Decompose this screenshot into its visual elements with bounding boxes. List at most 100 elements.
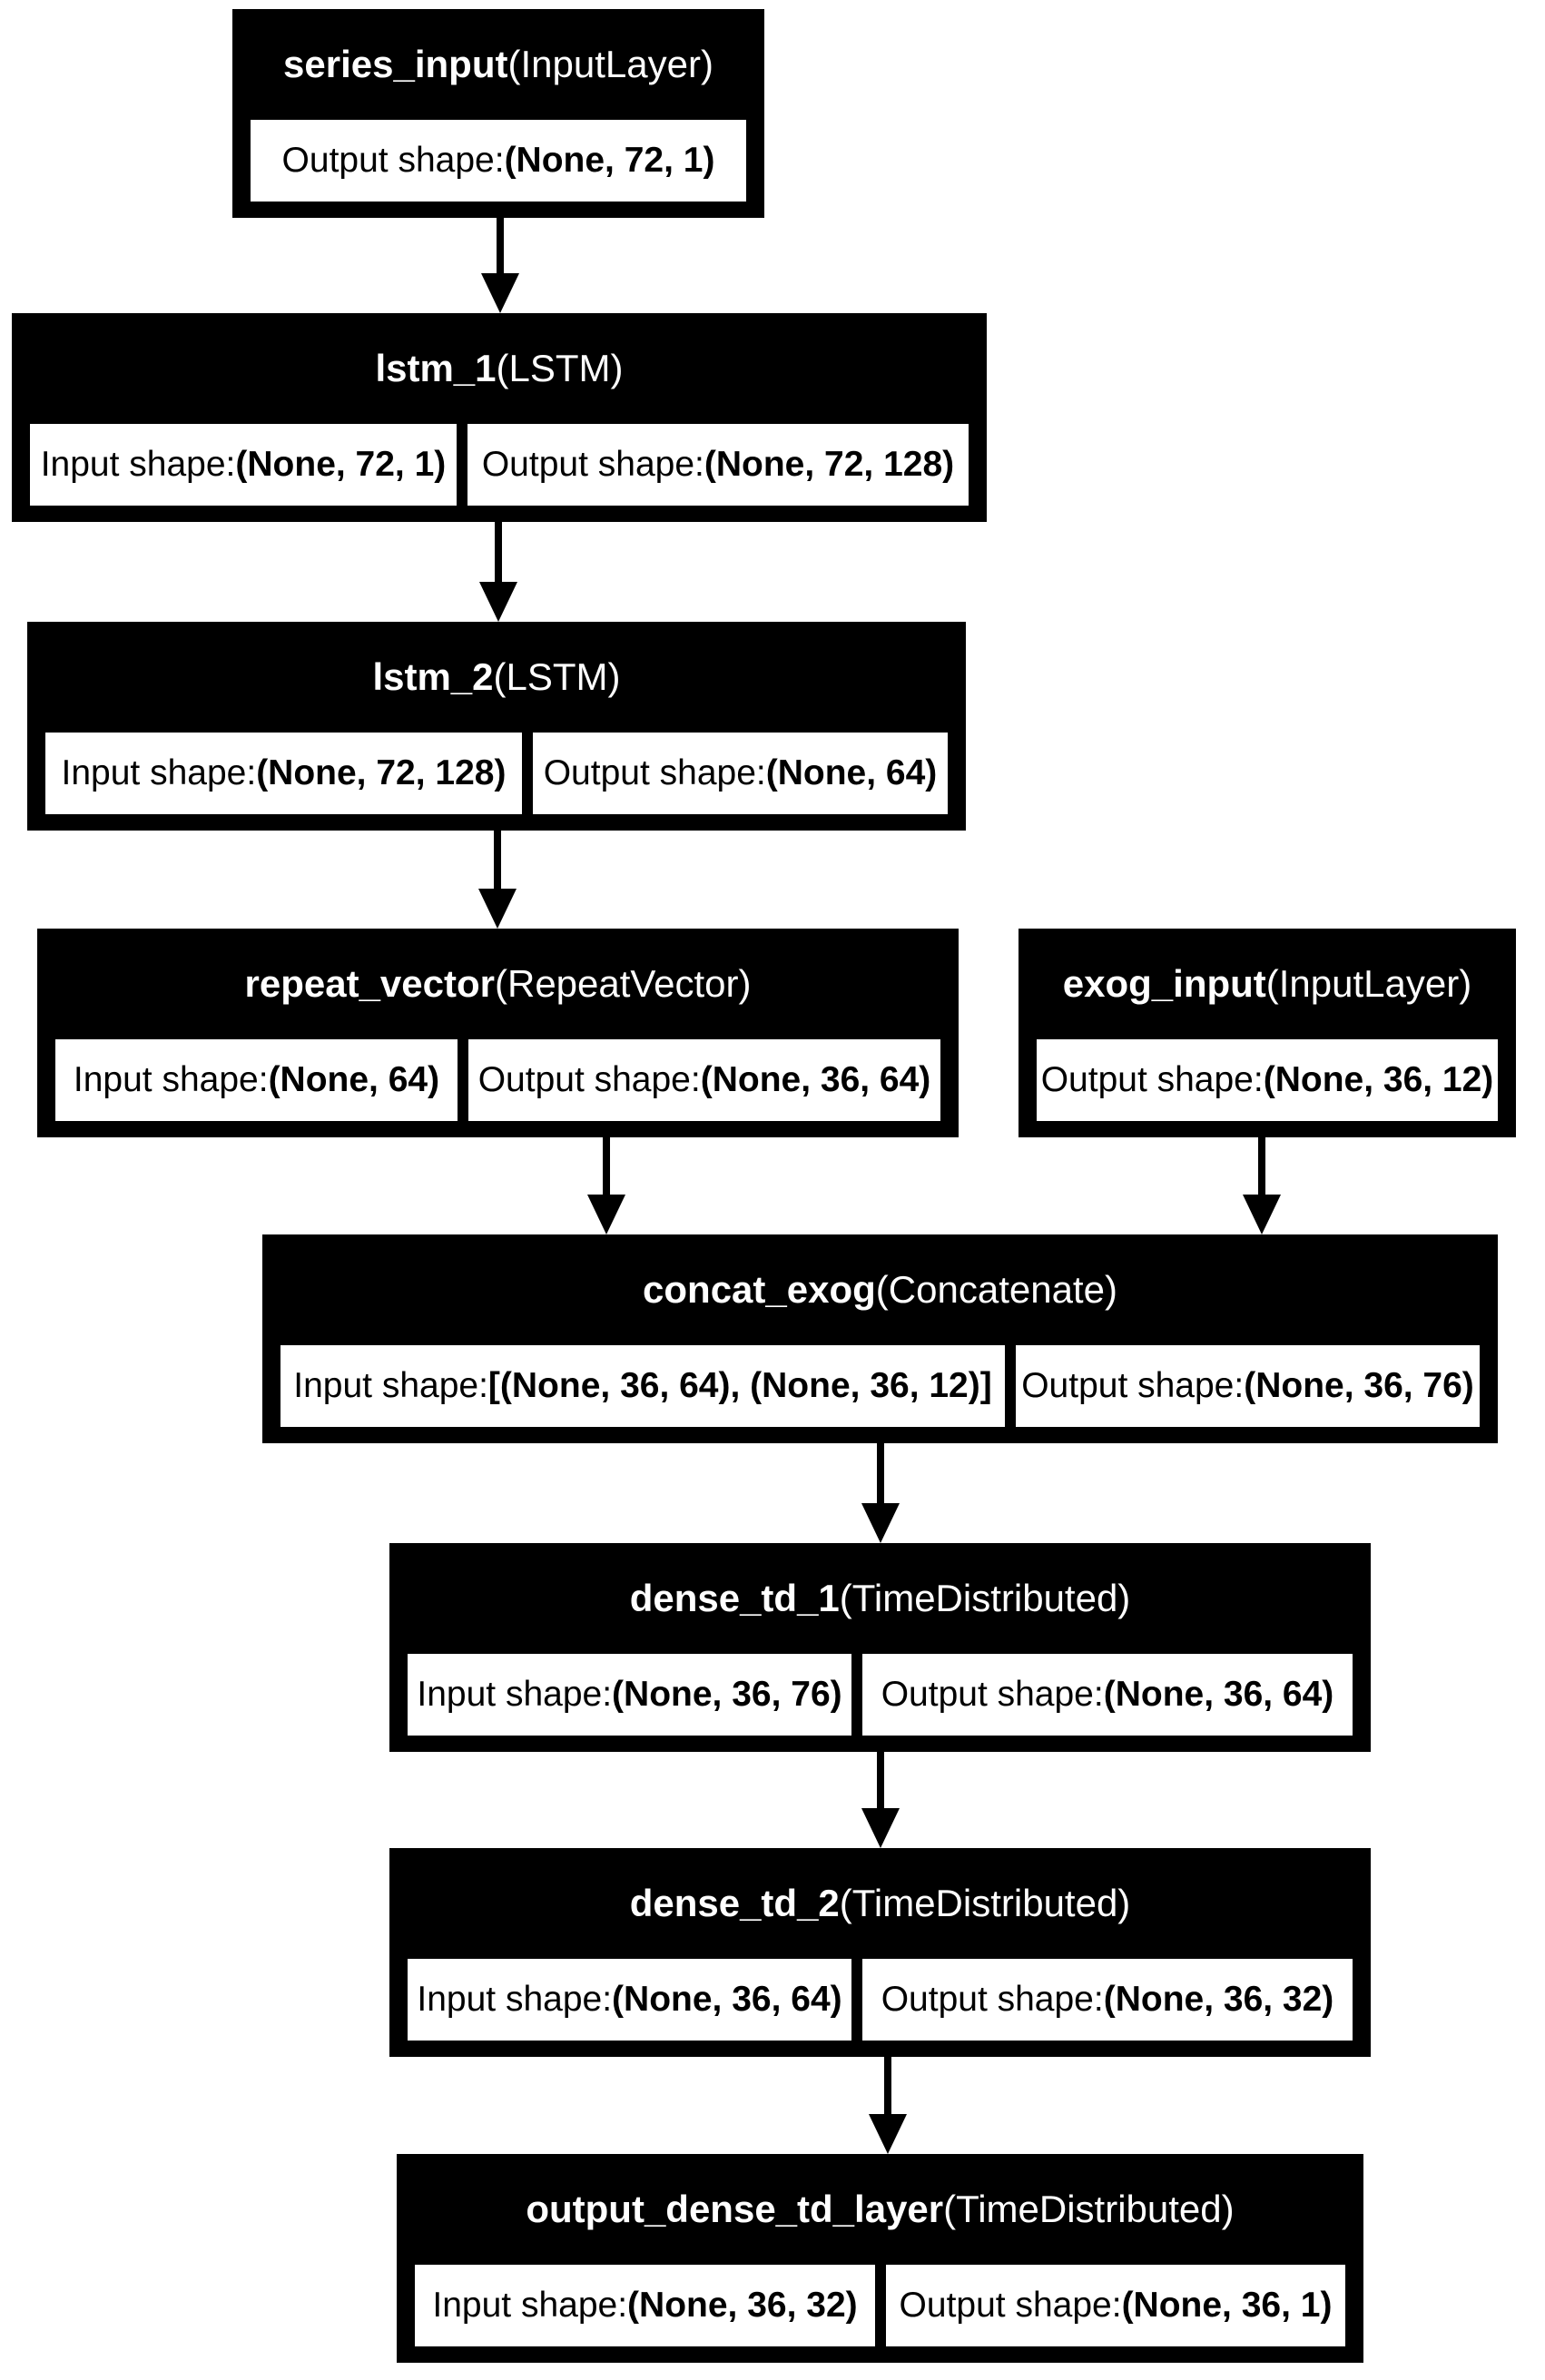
layer-type-label: (TimeDistributed) [839,1577,1131,1619]
shape-value: (None, 64) [268,1060,440,1099]
edge-arrowhead-dense_td_1-to-dense_td_2 [861,1808,900,1848]
layer-type-label: (LSTM) [496,347,624,389]
edge-arrowhead-lstm_2-to-repeat_vector [478,889,517,929]
layer-name: output_dense_td_layer [526,2188,944,2230]
layer-title: exog_input (InputLayer) [1037,929,1498,1039]
layer-name: lstm_1 [375,347,497,389]
layer-type-label: (TimeDistributed) [839,1882,1131,1924]
shape-cell: Output shape: (None, 72, 1) [251,120,746,202]
layer-title: lstm_1 (LSTM) [30,313,969,424]
edge-arrowhead-exog_input-to-concat_exog [1243,1195,1281,1234]
shape-cell: Input shape: [(None, 36, 64), (None, 36,… [280,1345,1005,1427]
layer-node-dense_td_1: dense_td_1 (TimeDistributed)Input shape:… [389,1543,1371,1752]
shape-label: Output shape: [881,1675,1104,1714]
layer-title: series_input (InputLayer) [251,9,746,120]
edge-arrowhead-series_input-to-lstm_1 [481,273,519,313]
shape-label: Output shape: [881,1980,1104,2019]
shape-label: Input shape: [432,2286,628,2325]
shape-cell: Output shape: (None, 36, 1) [886,2265,1345,2346]
layer-node-series_input: series_input (InputLayer)Output shape: (… [232,9,764,218]
layer-type-label: (InputLayer) [507,43,713,85]
shape-label: Output shape: [1040,1060,1264,1099]
layer-name: concat_exog [643,1268,876,1311]
shape-cell: Input shape: (None, 72, 1) [30,424,457,506]
shape-value: (None, 72, 1) [504,141,715,180]
edge-arrowhead-repeat_vector-to-concat_exog [587,1195,625,1234]
shape-value: (None, 36, 76) [1244,1366,1474,1405]
edge-arrowhead-concat_exog-to-dense_td_1 [861,1503,900,1543]
shape-cells: Input shape: (None, 72, 1)Output shape: … [30,424,969,506]
shape-cell: Input shape: (None, 72, 128) [45,733,522,814]
layer-title: dense_td_2 (TimeDistributed) [408,1848,1353,1959]
layer-type-label: (TimeDistributed) [943,2188,1235,2230]
layer-name: exog_input [1062,962,1266,1005]
shape-cell: Output shape: (None, 36, 64) [862,1654,1353,1736]
shape-label: Output shape: [543,753,766,792]
layer-name: series_input [283,43,508,85]
shape-value: (None, 72, 128) [256,753,507,792]
layer-title: concat_exog (Concatenate) [280,1234,1480,1345]
shape-cell: Input shape: (None, 36, 64) [408,1959,851,2041]
shape-cells: Input shape: (None, 36, 76)Output shape:… [408,1654,1353,1736]
layer-name: lstm_2 [372,655,494,698]
shape-value: (None, 36, 64) [700,1060,931,1099]
layer-type-label: (InputLayer) [1265,962,1472,1005]
shape-value: (None, 36, 32) [1103,1980,1334,2019]
layer-type-label: (RepeatVector) [495,962,752,1005]
shape-value: (None, 36, 32) [627,2286,858,2325]
shape-label: Input shape: [73,1060,269,1099]
shape-label: Output shape: [481,445,704,484]
shape-label: Output shape: [1021,1366,1245,1405]
shape-cells: Input shape: (None, 72, 128)Output shape… [45,733,948,814]
shape-cells: Input shape: (None, 36, 64)Output shape:… [408,1959,1353,2041]
shape-value: (None, 36, 64) [1103,1675,1334,1714]
shape-value: [(None, 36, 64), (None, 36, 12)] [487,1366,992,1405]
layer-title: repeat_vector (RepeatVector) [55,929,940,1039]
shape-cell: Output shape: (None, 64) [533,733,948,814]
shape-cell: Input shape: (None, 36, 76) [408,1654,851,1736]
layer-title: dense_td_1 (TimeDistributed) [408,1543,1353,1654]
shape-value: (None, 72, 1) [235,445,447,484]
shape-value: (None, 36, 76) [612,1675,842,1714]
shape-cells: Output shape: (None, 72, 1) [251,120,746,202]
shape-cell: Output shape: (None, 36, 12) [1037,1039,1498,1121]
layer-name: repeat_vector [244,962,495,1005]
layer-node-lstm_2: lstm_2 (LSTM)Input shape: (None, 72, 128… [27,622,966,831]
shape-cells: Input shape: [(None, 36, 64), (None, 36,… [280,1345,1480,1427]
shape-cell: Output shape: (None, 36, 32) [862,1959,1353,2041]
layer-title: lstm_2 (LSTM) [45,622,948,733]
layer-type-label: (LSTM) [493,655,621,698]
shape-label: Output shape: [899,2286,1122,2325]
layer-node-concat_exog: concat_exog (Concatenate)Input shape: [(… [262,1234,1498,1443]
shape-value: (None, 36, 12) [1263,1060,1494,1099]
shape-value: (None, 72, 128) [704,445,955,484]
shape-cells: Input shape: (None, 36, 32)Output shape:… [415,2265,1345,2346]
shape-label: Input shape: [293,1366,488,1405]
edge-arrowhead-dense_td_2-to-output_dense_td_layer [869,2114,907,2154]
layer-title: output_dense_td_layer (TimeDistributed) [415,2154,1345,2265]
layer-type-label: (Concatenate) [875,1268,1117,1311]
shape-label: Input shape: [417,1675,613,1714]
layer-node-repeat_vector: repeat_vector (RepeatVector)Input shape:… [37,929,959,1137]
shape-value: (None, 36, 64) [612,1980,842,2019]
shape-cell: Input shape: (None, 36, 32) [415,2265,875,2346]
layer-node-exog_input: exog_input (InputLayer)Output shape: (No… [1019,929,1516,1137]
shape-value: (None, 64) [765,753,938,792]
shape-cell: Output shape: (None, 72, 128) [467,424,969,506]
edge-arrowhead-lstm_1-to-lstm_2 [479,582,517,622]
shape-label: Input shape: [61,753,257,792]
layer-node-dense_td_2: dense_td_2 (TimeDistributed)Input shape:… [389,1848,1371,2057]
layer-name: dense_td_2 [629,1882,840,1924]
shape-cell: Input shape: (None, 64) [55,1039,458,1121]
layer-node-lstm_1: lstm_1 (LSTM)Input shape: (None, 72, 1)O… [12,313,987,522]
shape-label: Input shape: [417,1980,613,2019]
shape-cells: Input shape: (None, 64)Output shape: (No… [55,1039,940,1121]
layer-name: dense_td_1 [629,1577,840,1619]
shape-cell: Output shape: (None, 36, 64) [468,1039,940,1121]
shape-value: (None, 36, 1) [1121,2286,1333,2325]
shape-label: Output shape: [477,1060,701,1099]
layer-node-output_dense_td_layer: output_dense_td_layer (TimeDistributed)I… [397,2154,1363,2363]
shape-cells: Output shape: (None, 36, 12) [1037,1039,1498,1121]
